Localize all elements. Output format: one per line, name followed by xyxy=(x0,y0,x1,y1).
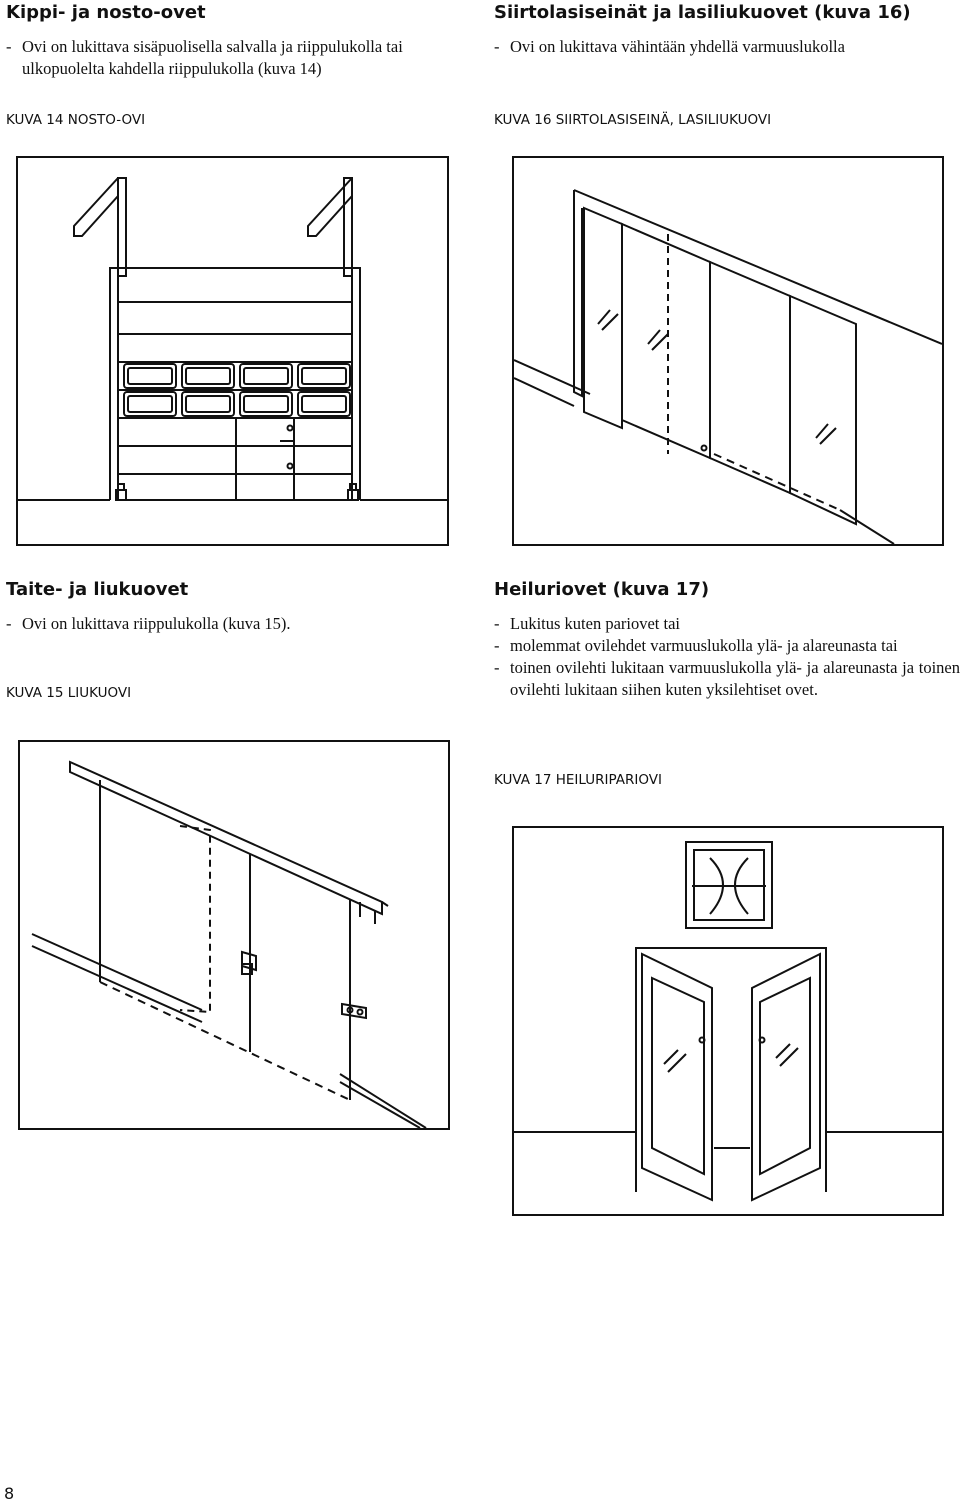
bullet-list: Ovi on lukittava vähintään yhdellä varmu… xyxy=(494,36,960,58)
figure-caption-16: KUVA 16 SIIRTOLASISEINÄ, LASILIUKUOVI xyxy=(494,112,772,128)
list-item: Lukitus kuten pariovet tai xyxy=(494,613,960,635)
figure-liukuovi xyxy=(18,740,450,1130)
list-item: Ovi on lukittava vähintään yhdellä varmu… xyxy=(494,36,960,58)
section-heading: Taite- ja liukuovet xyxy=(6,579,189,600)
section-siirto: Siirtolasiseinät ja lasiliukuovet (kuva … xyxy=(494,2,960,58)
illustration-lift-door xyxy=(18,177,447,501)
section-taite: Taite- ja liukuovet Ovi on lukittava rii… xyxy=(6,579,476,635)
section-heading: Heiluriovet (kuva 17) xyxy=(494,579,710,600)
illustration-swing-double-door xyxy=(514,841,942,1202)
illustration-sliding-door xyxy=(31,760,427,1128)
section-kippi: Kippi- ja nosto-ovet Ovi on lukittava si… xyxy=(6,2,476,80)
bullet-list: Lukitus kuten pariovet tai molemmat ovil… xyxy=(494,613,960,701)
illustration-sliding-glass-wall xyxy=(514,189,942,544)
section-heilur: Heiluriovet (kuva 17) Lukitus kuten pari… xyxy=(494,579,960,701)
list-item: Ovi on lukittava riippulukolla (kuva 15)… xyxy=(6,613,476,635)
bullet-list: Ovi on lukittava riippulukolla (kuva 15)… xyxy=(6,613,476,635)
page-number: 8 xyxy=(4,1484,15,1503)
figure-caption-14: KUVA 14 NOSTO-OVI xyxy=(6,112,146,128)
figure-caption-17: KUVA 17 HEILURIPARIOVI xyxy=(494,772,662,788)
figure-nosto-ovi xyxy=(16,156,449,546)
figure-heiluripariovi xyxy=(512,826,944,1216)
figure-siirtolasiseina xyxy=(512,156,944,546)
section-heading: Kippi- ja nosto-ovet xyxy=(6,2,206,23)
list-item: toinen ovilehti lukitaan varmuuslukolla … xyxy=(494,657,960,701)
section-heading: Siirtolasiseinät ja lasiliukuovet (kuva … xyxy=(494,2,911,23)
list-item: Ovi on lukittava sisäpuolisella salvalla… xyxy=(6,36,476,80)
figure-caption-15: KUVA 15 LIUKUOVI xyxy=(6,685,132,701)
bullet-list: Ovi on lukittava sisäpuolisella salvalla… xyxy=(6,36,476,80)
list-item: molemmat ovilehdet varmuuslukolla ylä- j… xyxy=(494,635,960,657)
